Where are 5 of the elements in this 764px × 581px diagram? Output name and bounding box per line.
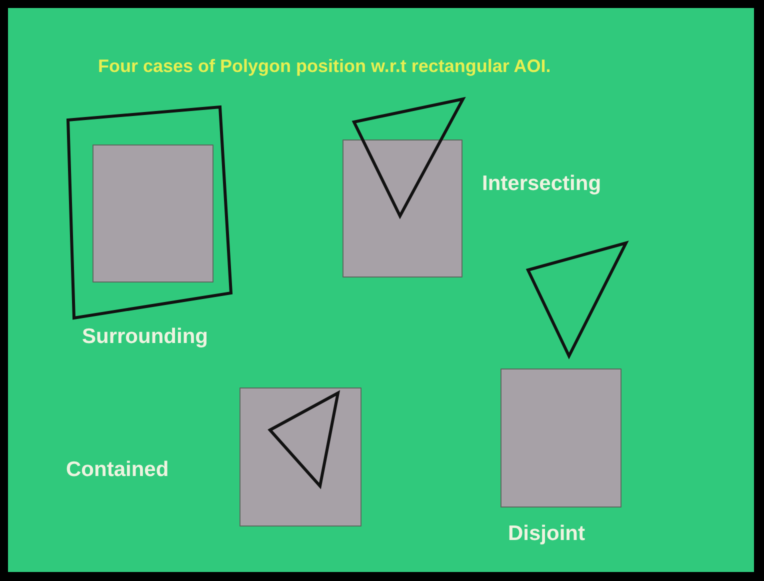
case-label: Surrounding: [82, 325, 208, 349]
case-label: Intersecting: [482, 172, 602, 196]
case-label: Contained: [66, 458, 169, 482]
case-label: Disjoint: [508, 522, 585, 546]
slide-title: Four cases of Polygon position w.r.t rectangular AOI.: [98, 56, 551, 77]
